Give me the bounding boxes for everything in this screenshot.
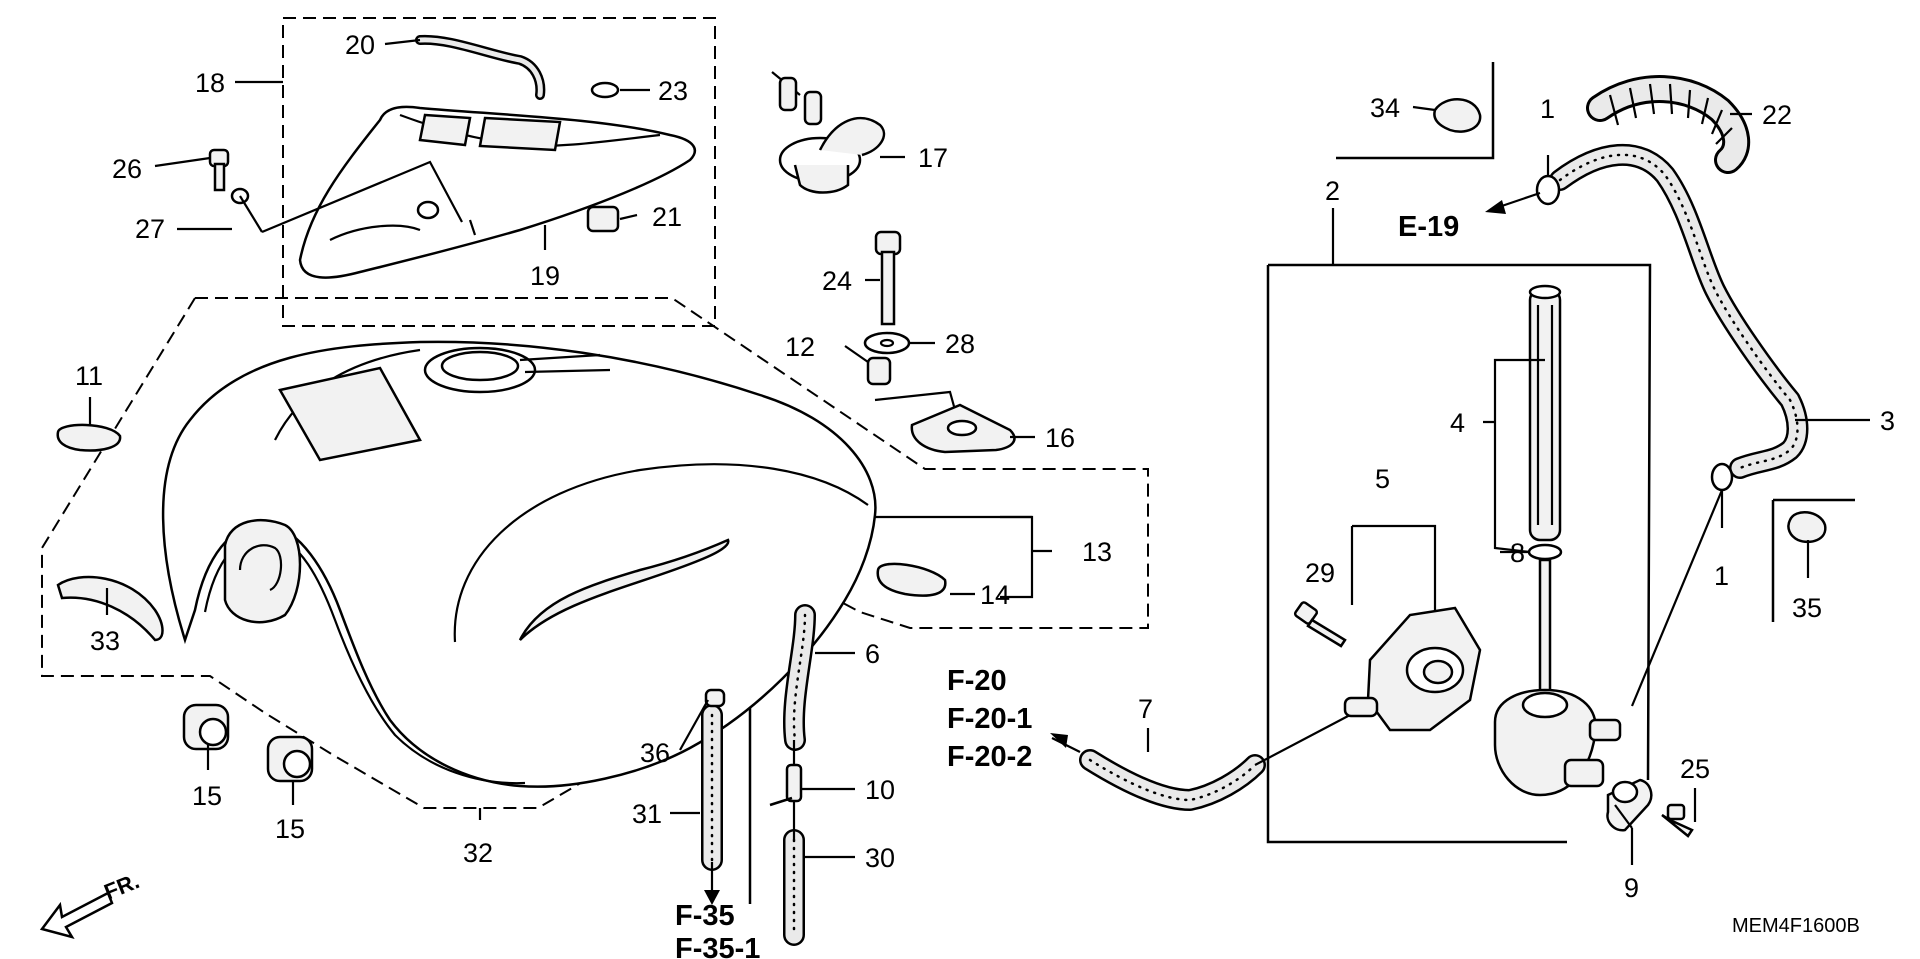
ref-f20-1: F-20-1 [947, 703, 1032, 735]
label-26: 26 [112, 154, 142, 184]
label-14: 14 [980, 580, 1010, 610]
front-direction-label: FR. [101, 868, 143, 904]
clip-34 [1433, 98, 1482, 133]
label-31: 31 [632, 799, 662, 829]
label-35: 35 [1792, 593, 1822, 623]
label-12: 12 [785, 332, 815, 362]
clip-35 [1787, 511, 1827, 544]
lever-9 [1606, 778, 1653, 832]
label-30: 30 [865, 843, 895, 873]
drawing-code: MEM4F1600B [1732, 915, 1860, 937]
label-13: 13 [1082, 537, 1112, 567]
label-1a: 1 [1540, 94, 1555, 124]
hose-6 [783, 604, 816, 751]
part-23 [590, 81, 620, 99]
fuel-tank [161, 340, 877, 788]
label-25: 25 [1680, 754, 1710, 784]
label-23: 23 [658, 76, 688, 106]
label-8: 8 [1510, 538, 1525, 568]
label-15b: 15 [275, 814, 305, 844]
callout-labels: 20 23 18 26 27 19 21 17 24 28 12 16 11 1… [75, 30, 1895, 903]
bolt-26 [208, 148, 230, 192]
label-19: 19 [530, 261, 560, 291]
cushion-33 [56, 575, 164, 642]
bracket-35 [1771, 498, 1855, 622]
ref-e19: E-19 [1398, 211, 1459, 243]
wire-20-inner [417, 37, 543, 98]
washer-28 [863, 331, 911, 355]
label-34: 34 [1370, 93, 1400, 123]
front-direction-indicator: FR. [39, 868, 143, 940]
strainer-4 [1528, 284, 1562, 542]
label-29: 29 [1305, 558, 1335, 588]
label-15a: 15 [192, 781, 222, 811]
label-4: 4 [1450, 408, 1465, 438]
label-32: 32 [463, 838, 493, 868]
label-6: 6 [865, 639, 880, 669]
label-17: 17 [918, 143, 948, 173]
bolt-24 [874, 230, 902, 326]
ref-f20: F-20 [947, 665, 1007, 697]
grommet-21 [586, 205, 620, 233]
ref-f20-2: F-20-2 [947, 741, 1032, 773]
label-36: 36 [640, 738, 670, 768]
label-22: 22 [1762, 100, 1792, 130]
cap-15b [266, 735, 314, 783]
hose-31 [700, 704, 724, 905]
tank-cover [298, 105, 696, 279]
screw-25 [1661, 803, 1694, 838]
collar-12 [866, 356, 892, 386]
label-1b: 1 [1714, 561, 1729, 591]
label-20: 20 [345, 30, 375, 60]
label-9: 9 [1624, 873, 1639, 903]
label-3: 3 [1880, 406, 1895, 436]
diaphragm-5 [1343, 606, 1482, 732]
label-21: 21 [652, 202, 682, 232]
spring-22 [1586, 75, 1751, 174]
ref-f35-1: F-35-1 [675, 933, 760, 959]
cushion-14 [876, 562, 947, 597]
label-33: 33 [90, 626, 120, 656]
cushion-11 [56, 423, 122, 452]
clip-1a [1535, 174, 1561, 206]
arrow-e19 [1485, 191, 1541, 214]
cap-15a [182, 703, 230, 751]
clip-36 [704, 688, 726, 708]
section-references: E-19 F-20 F-20-1 F-20-2 F-35 F-35-1 [675, 211, 1459, 959]
label-24: 24 [822, 266, 852, 296]
group-box-18 [235, 17, 716, 327]
label-16: 16 [1045, 423, 1075, 453]
label-7: 7 [1138, 694, 1153, 724]
o-ring-8 [1527, 543, 1563, 561]
ref-f35: F-35 [675, 900, 735, 932]
bracket-34 [1336, 62, 1495, 160]
label-10: 10 [865, 775, 895, 805]
fuel-valve [1493, 558, 1622, 797]
hose-7 [1050, 714, 1351, 811]
hose-3 [1549, 144, 1809, 479]
leader-lines [88, 38, 1870, 865]
label-5: 5 [1375, 464, 1390, 494]
label-2: 2 [1325, 176, 1340, 206]
screw-29 [1293, 601, 1347, 648]
label-11: 11 [75, 361, 103, 391]
clip-1b [1710, 462, 1734, 492]
label-18: 18 [195, 68, 225, 98]
group-box-2 [1266, 208, 1652, 844]
label-28: 28 [945, 329, 975, 359]
label-27: 27 [135, 214, 165, 244]
fuel-cap-17 [771, 71, 886, 194]
